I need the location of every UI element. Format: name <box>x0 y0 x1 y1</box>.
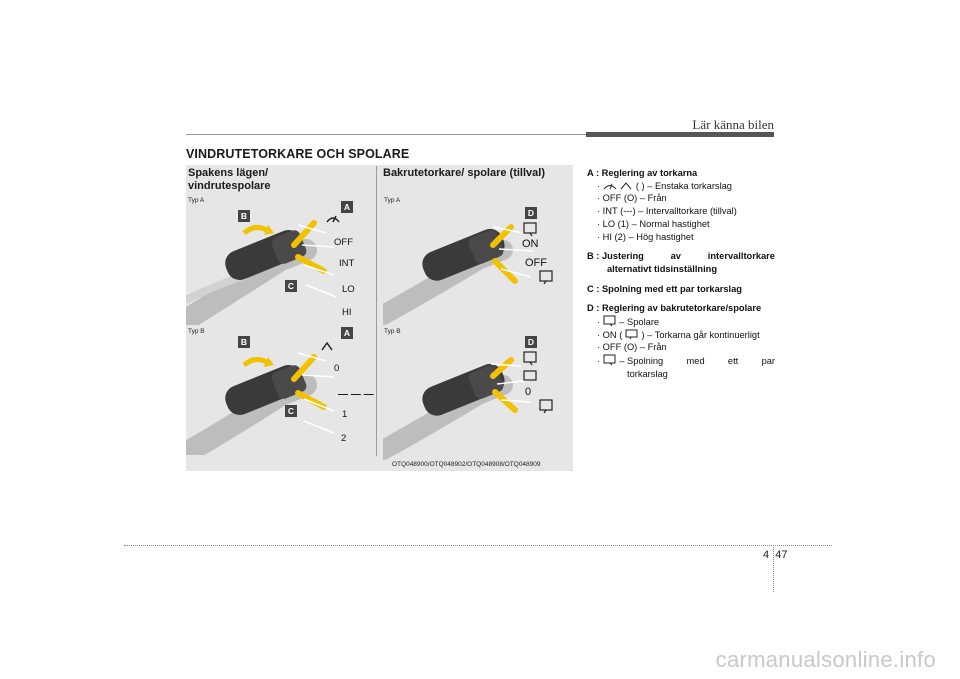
description-column: A : Reglering av torkarna · ( ) – Enstak… <box>587 167 775 388</box>
caret-icon-small <box>620 181 632 190</box>
section-a-item-0-text: ( ) – Enstaka torkarslag <box>635 180 732 191</box>
section-d-item-washer: · – Spolare <box>587 315 775 329</box>
left-heading-line1: Spakens lägen/ <box>188 167 269 179</box>
rear-position-label-on: ON <box>522 238 539 250</box>
section-a: A : Reglering av torkarna · ( ) – Enstak… <box>587 167 775 243</box>
section-b-word-1: av <box>670 251 681 262</box>
section-b: B : Justering av intervalltorkare altern… <box>587 250 775 275</box>
page-number: 4 47 <box>763 549 788 561</box>
figure-caption: OTQ048900/OTQ048902/OTQ048908/OTQ048909 <box>392 461 541 468</box>
typ-b-label-right: Typ B <box>384 328 401 335</box>
tag-c-top: C <box>285 280 297 292</box>
rear-washer-icon-top <box>523 222 537 237</box>
watermark: carmanualsonline.info <box>715 647 936 672</box>
rear-position-label-off: OFF <box>525 257 547 269</box>
stalk-illustration-left-typ-b <box>186 352 335 455</box>
position-label-lo: LO <box>342 284 355 295</box>
position-label-int: INT <box>339 258 355 269</box>
section-a-item-3: · LO (1) – Normal hastighet <box>597 218 710 229</box>
section-b-heading-line2: alternativt tidsinställning <box>607 263 718 274</box>
section-d-spray-word-0: – Spolning <box>619 356 664 367</box>
rear-continuous-icon <box>523 370 537 381</box>
position-label-2: 2 <box>341 433 347 444</box>
left-figure-heading: Spakens lägen/ vindrutespolare <box>188 167 271 192</box>
section-a-heading: A : Reglering av torkarna <box>587 168 698 178</box>
rear-continuous-icon-small <box>625 329 638 339</box>
stalk-illustration-left-typ-a <box>186 220 337 325</box>
page-number-value: 47 <box>775 549 788 561</box>
section-d-item-spray-line1: · – Spolning med ett par <box>597 354 775 368</box>
section-d-spray-word-3: par <box>761 355 775 366</box>
section-d: D : Reglering av bakrutetorkare/spolare … <box>587 302 775 380</box>
footer-dotted-rule <box>124 545 832 546</box>
position-label-1: 1 <box>342 409 348 420</box>
tag-a-bottom: A <box>341 327 353 339</box>
section-d-spray-lead: · – Spolning <box>597 354 664 367</box>
wiper-mist-icon <box>326 215 340 223</box>
typ-a-label-left: Typ A <box>188 197 205 204</box>
typ-b-label-left: Typ B <box>188 328 205 335</box>
wiper-mist-icon-small <box>603 183 617 190</box>
rear-washer-wipe-icon-small <box>603 354 616 366</box>
header-rule <box>186 134 586 135</box>
right-figure-heading: Bakrutetorkare/ spolare (tillval) <box>383 167 546 179</box>
chapter-title: Lär känna bilen <box>692 117 774 132</box>
rear-washer-icon-bottom <box>523 351 537 366</box>
rear-washer-icon-small <box>603 315 616 327</box>
section-a-item-single-wipe: · ( ) – Enstaka torkarslag <box>587 180 775 193</box>
tag-b-top: B <box>238 210 250 222</box>
typ-a-label-right: Typ A <box>384 197 401 204</box>
section-b-word-0: B : Justering <box>587 251 644 262</box>
tag-d-bottom: D <box>525 336 537 348</box>
section-d-item-off: · OFF (O) – Från <box>597 342 667 353</box>
figure-divider <box>376 166 377 456</box>
rear-wiper-icon-top <box>539 270 553 285</box>
single-wipe-caret-icon <box>321 341 333 351</box>
section-a-item-1: · OFF (O) – Från <box>597 193 667 204</box>
section-d-heading: D : Reglering av bakrutetorkare/spolare <box>587 303 762 314</box>
section-d-item-on: · ON ( ) – Torkarna går kontinuerligt <box>587 329 775 342</box>
rear-wiper-icon-bottom <box>539 399 553 414</box>
section-c: C : Spolning med ett par torkarslag <box>587 283 775 296</box>
stalk-illustration-right-typ-a <box>383 224 534 325</box>
section-b-word-2: intervalltorkare <box>707 251 775 262</box>
header-bar <box>586 132 774 137</box>
left-heading-line2: vindrutespolare <box>188 179 271 192</box>
tag-c-bottom: C <box>285 405 297 417</box>
tag-b-bottom: B <box>238 336 250 348</box>
section-c-heading: C : Spolning med ett par torkarslag <box>587 283 742 294</box>
footer-dotted-divider <box>773 545 774 592</box>
section-a-item-2: · INT (---) – Intervalltorkare (tillval) <box>597 206 737 217</box>
section-d-spray-word-2: ett <box>727 355 739 366</box>
tag-d-top: D <box>525 207 537 219</box>
section-d-item-spray: · – Spolning med ett par torkarslag <box>587 354 775 380</box>
section-d-spray-word-1: med <box>686 355 705 366</box>
section-d-item-1-text: · ON ( <box>597 329 623 340</box>
rear-position-label-0: 0 <box>525 386 532 398</box>
tag-a-top: A <box>341 201 353 213</box>
section-title: VINDRUTETORKARE OCH SPOLARE <box>186 147 410 161</box>
position-label-0: 0 <box>334 363 340 374</box>
bullet: · <box>597 180 603 191</box>
position-label-hi: HI <box>342 307 352 318</box>
chapter-number: 4 <box>763 549 770 561</box>
intermittent-dashes-icon: — — — <box>338 389 375 400</box>
bullet: · <box>597 317 603 328</box>
stalk-illustration-right-typ-b <box>383 357 532 460</box>
section-d-item-spray-line2: torkarslag <box>627 368 668 379</box>
section-a-item-4: · HI (2) – Hög hastighet <box>597 231 694 242</box>
section-d-item-2-text: ) – Torkarna går kontinuerligt <box>641 329 760 340</box>
section-d-item-0-text: – Spolare <box>619 317 660 328</box>
section-b-heading-line1: B : Justering av intervalltorkare <box>587 250 775 263</box>
position-label-off: OFF <box>334 237 353 248</box>
